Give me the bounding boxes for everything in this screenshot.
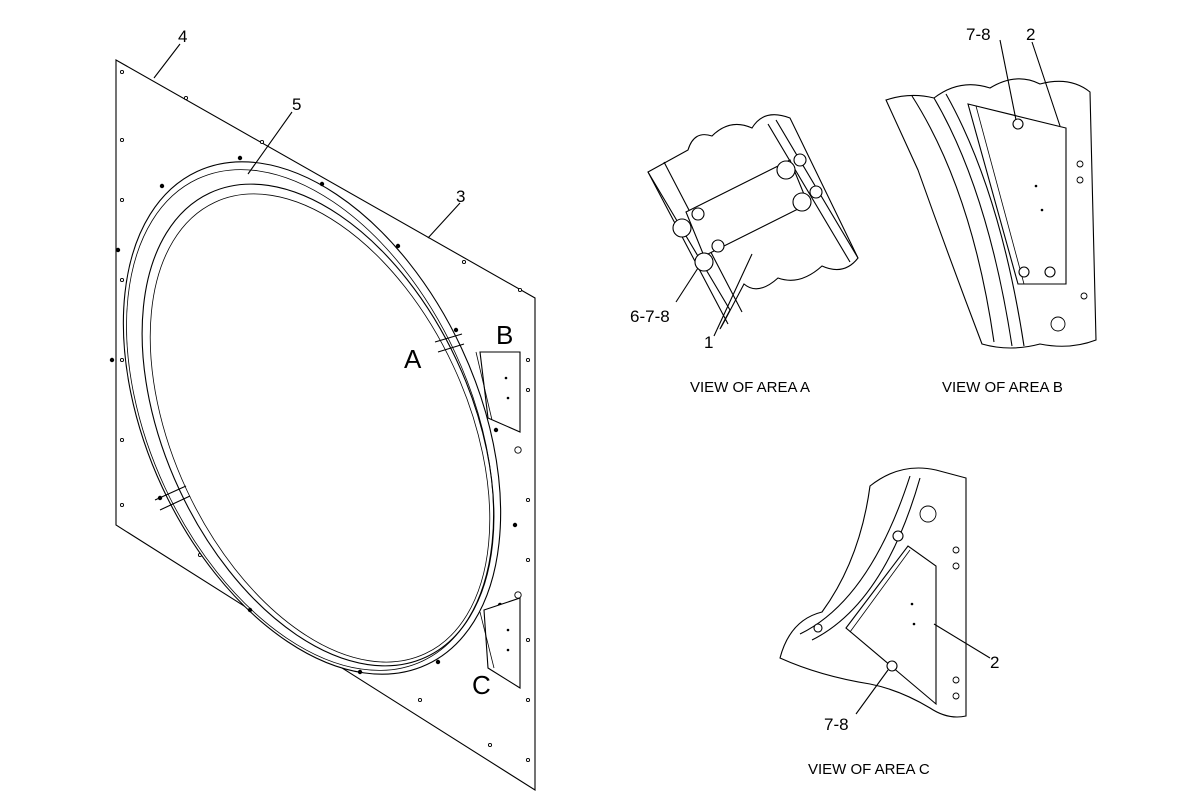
main-view: 4 5 3 A B C [109, 27, 536, 791]
callout-4: 4 [178, 27, 187, 46]
view-c-caption: VIEW OF AREA C [808, 761, 930, 778]
view-b-callout-7-8: 7-8 [966, 25, 991, 44]
view-c: 2 7-8 VIEW OF AREA C [779, 467, 999, 778]
view-b-callout-2: 2 [1026, 25, 1035, 44]
area-letter-b: B [496, 320, 513, 350]
leader-4 [153, 43, 181, 79]
view-a-callout-1: 1 [704, 333, 713, 352]
bracket-b [475, 351, 521, 433]
area-letter-c: C [472, 670, 491, 700]
plate-holes [119, 69, 531, 763]
view-a-callout-6-7-8: 6-7-8 [630, 307, 670, 326]
view-a-caption: VIEW OF AREA A [690, 379, 810, 396]
callout-5: 5 [292, 95, 301, 114]
view-c-callout-7-8: 7-8 [824, 715, 849, 734]
view-b-caption: VIEW OF AREA B [942, 379, 1063, 396]
area-letter-a: A [404, 344, 422, 374]
view-b: 7-8 2 VIEW OF AREA B [885, 25, 1097, 396]
view-c-callout-2: 2 [990, 653, 999, 672]
view-a-bolts [672, 153, 823, 272]
leader-3 [427, 202, 461, 239]
bracket-c [479, 597, 521, 689]
leader-5 [247, 111, 293, 175]
fan-ring [109, 155, 518, 675]
view-a: 6-7-8 1 VIEW OF AREA A [630, 114, 859, 396]
callout-3: 3 [456, 187, 465, 206]
